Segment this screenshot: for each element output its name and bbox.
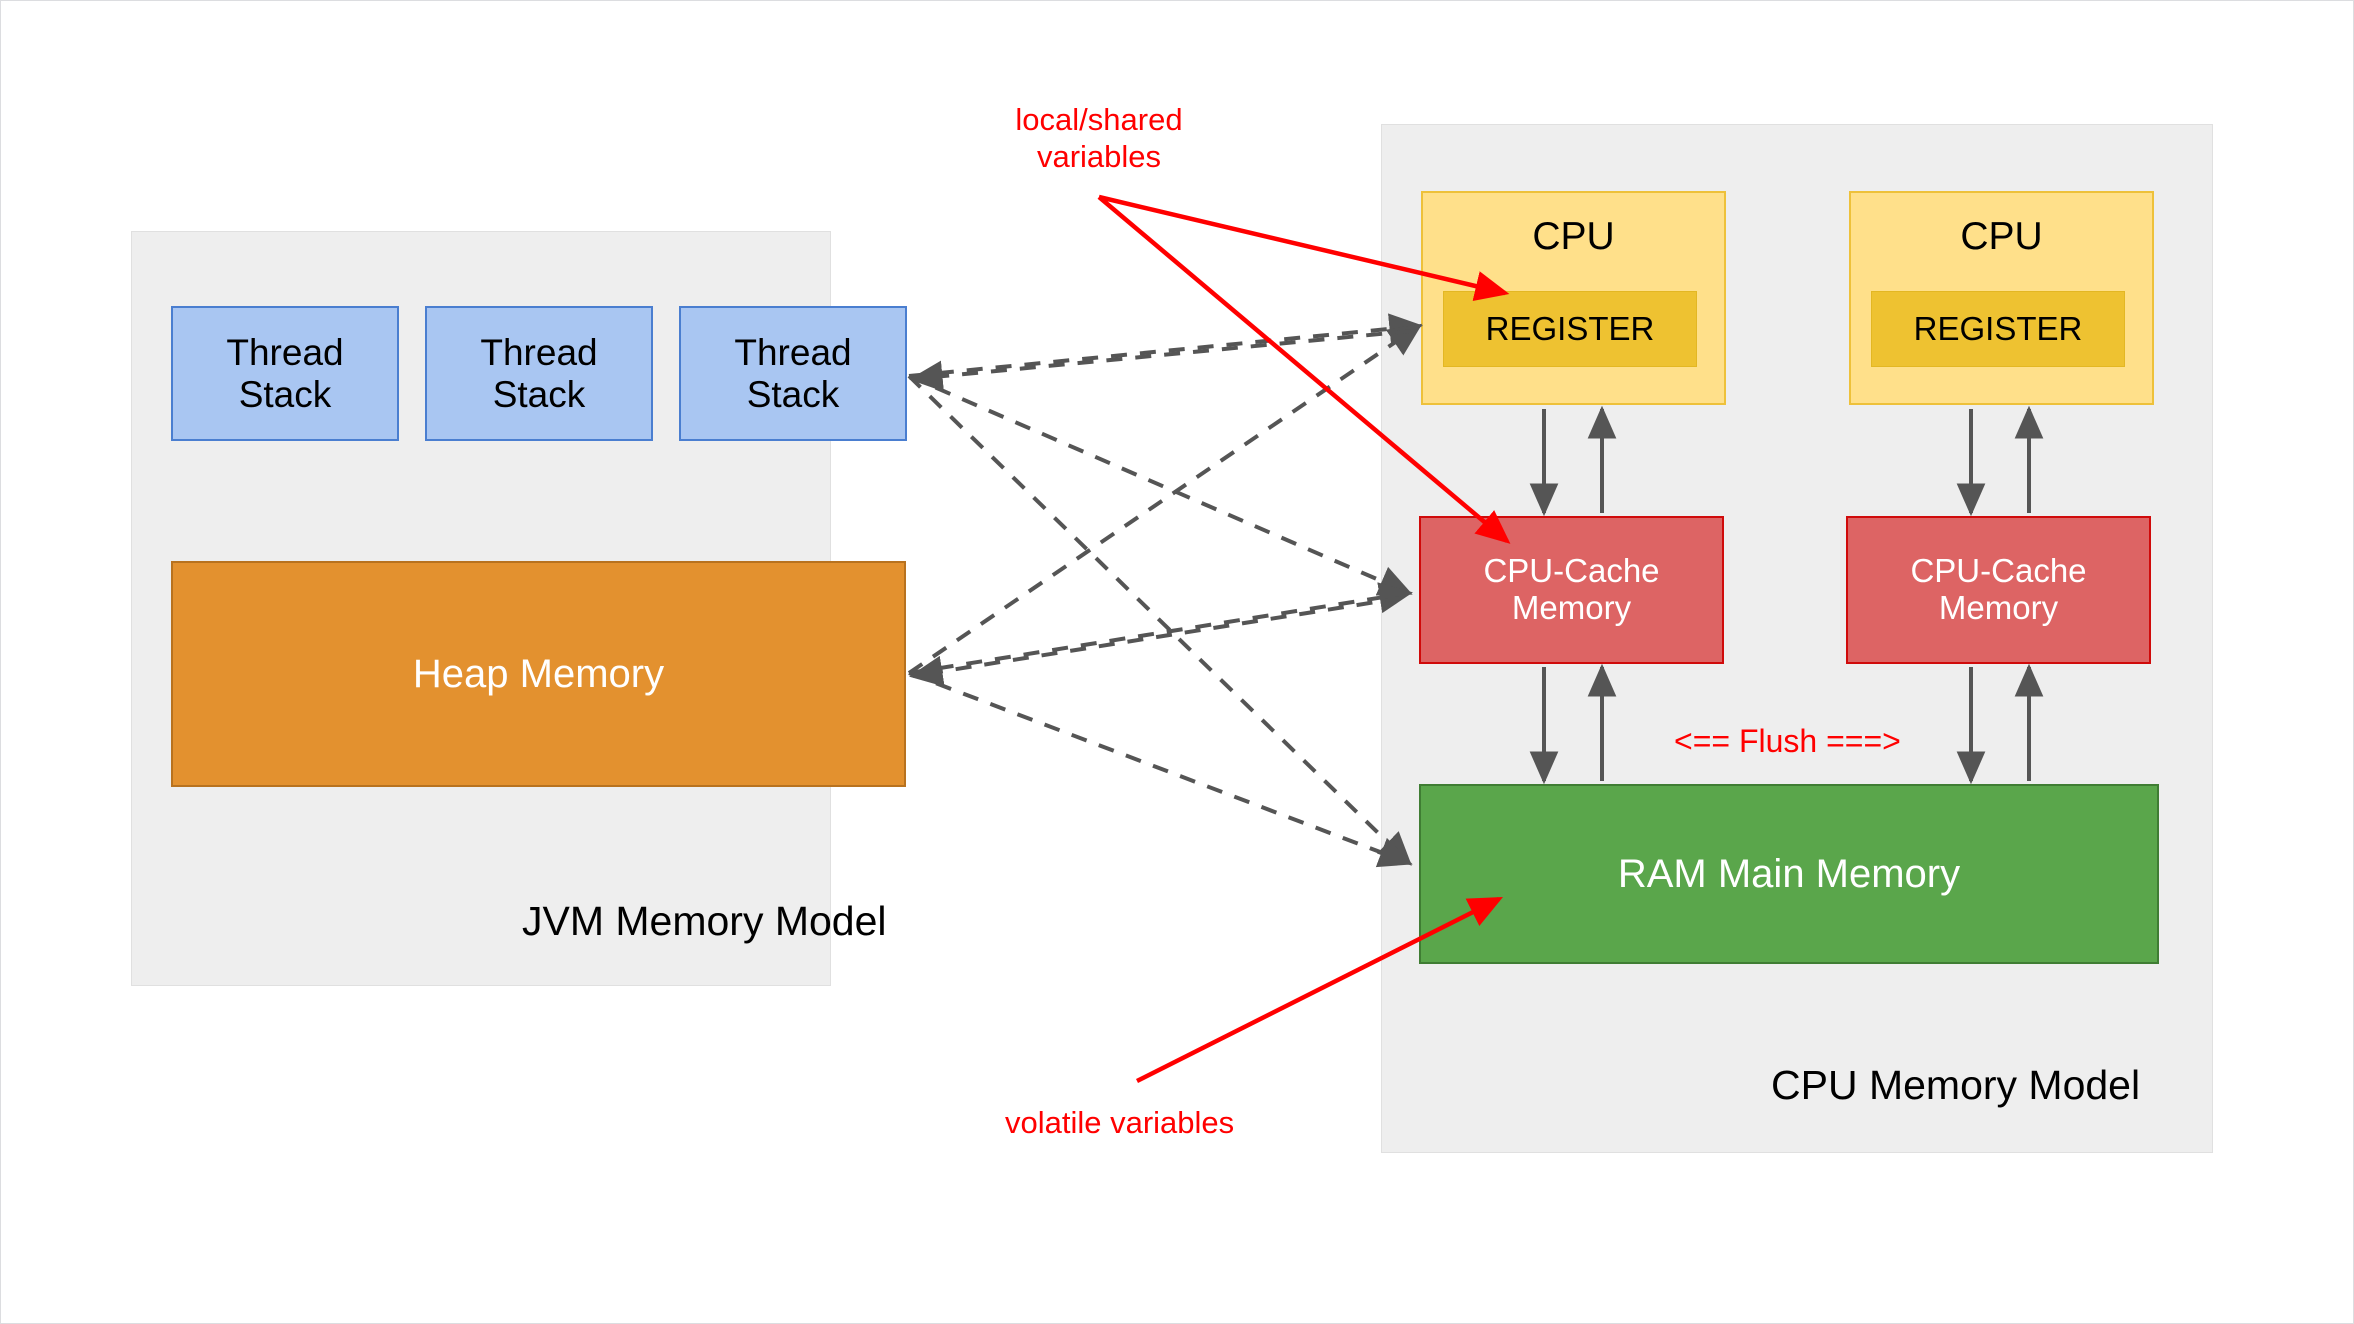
ram-main-memory-box: RAM Main Memory [1419, 784, 2159, 964]
dashed-arrow-heap-to-ram [908, 671, 1413, 868]
heap-memory-box: Heap Memory [171, 561, 906, 787]
thread-stack-box-2: Thread Stack [425, 306, 653, 441]
thread-stack-box-1: Thread Stack [171, 306, 399, 441]
cpu-cache-box-1: CPU-Cache Memory [1419, 516, 1724, 664]
dashed-arrow-thread-to-register [908, 313, 1423, 378]
dashed-arrow-register-to-thread [909, 329, 1412, 392]
cpu-panel-title: CPU Memory Model [1771, 1062, 2141, 1108]
dashed-arrow-heap-to-cache [908, 582, 1413, 675]
dashed-arrow-thread-to-ram [907, 374, 1412, 866]
jvm-panel-title: JVM Memory Model [522, 898, 887, 944]
annotation-local-shared-variables: local/shared variables [1015, 102, 1183, 175]
dashed-arrow-thread-to-cache [908, 374, 1413, 596]
cpu-cache-box-2: CPU-Cache Memory [1846, 516, 2151, 664]
thread-stack-box-3: Thread Stack [679, 306, 907, 441]
register-box-1: REGISTER [1443, 291, 1697, 367]
annotation-volatile-variables: volatile variables [1005, 1105, 1235, 1140]
flush-label: <== Flush ===> [1674, 723, 1901, 759]
dashed-arrow-heap-to-register [907, 323, 1423, 675]
register-box-2: REGISTER [1871, 291, 2125, 367]
dashed-arrow-cache-to-heap [909, 596, 1402, 687]
